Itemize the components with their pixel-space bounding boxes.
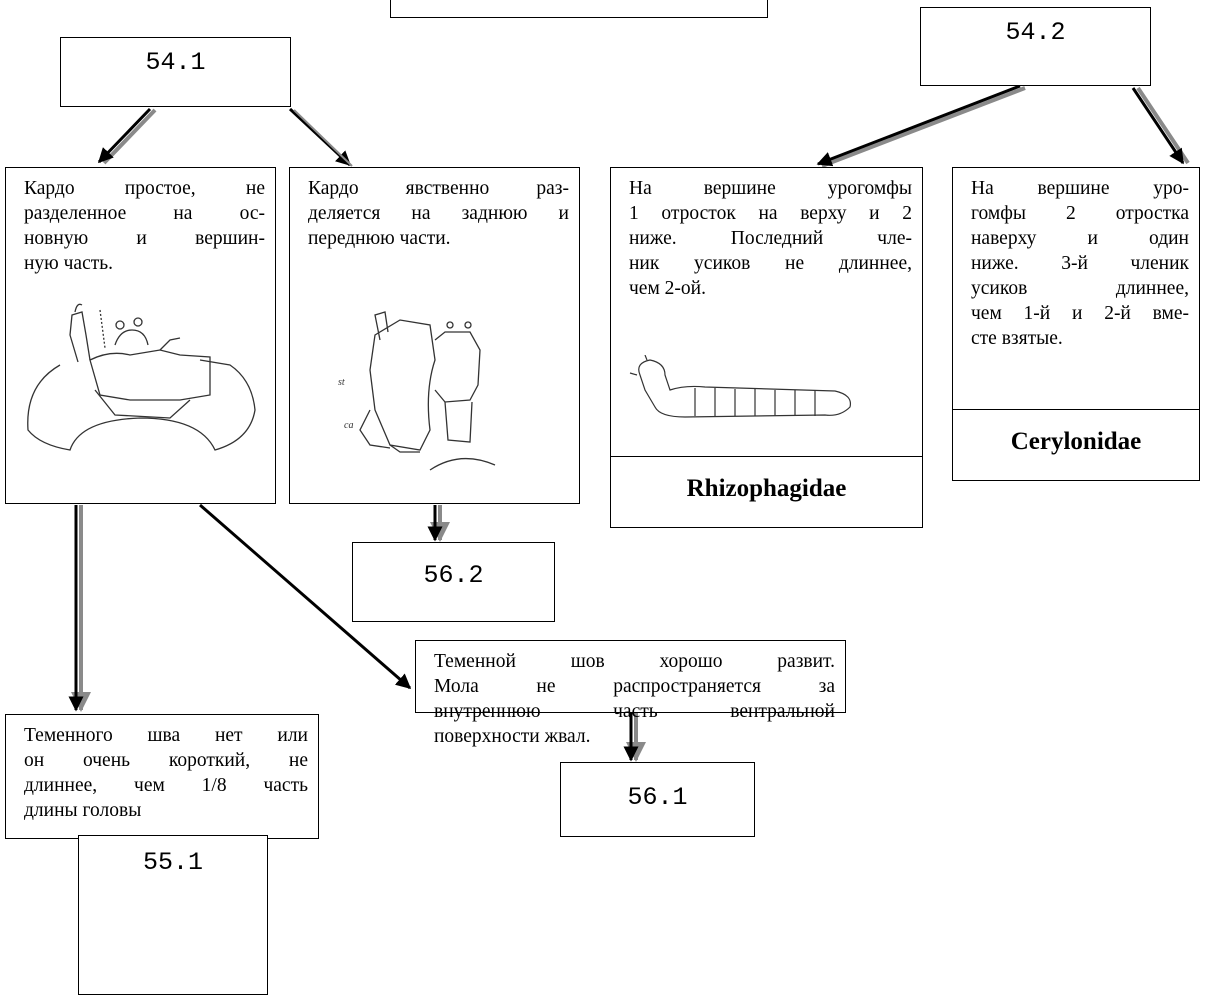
text-line: поверхности жвал. bbox=[434, 726, 591, 747]
node-54-1-label: 54.1 bbox=[145, 48, 206, 77]
text-line: Кардо простое, не bbox=[24, 178, 265, 199]
text-line: он очень короткий, не bbox=[24, 750, 308, 771]
larva-figure-c bbox=[629, 355, 852, 418]
text-line: усиков длиннее, bbox=[971, 278, 1189, 299]
text-line: гомфы 2 отростка bbox=[971, 203, 1189, 224]
node-c-text: На вершине урогомфы 1 отросток на верху и… bbox=[629, 176, 912, 301]
taxon-box-cerylonidae: Cerylonidae bbox=[952, 409, 1200, 481]
node-54-2-label: 54.2 bbox=[1005, 18, 1066, 47]
taxon-box-rhizophagidae: Rhizophagidae bbox=[610, 456, 923, 528]
text-line: внутреннюю часть вентральной bbox=[434, 701, 835, 722]
node-e-text: Теменного шва нет или он очень короткий, … bbox=[24, 723, 308, 823]
arrow-a-to-f bbox=[199, 503, 412, 690]
text-line: чем 1-й и 2-й вме- bbox=[971, 303, 1189, 324]
text-line: На вершине уро- bbox=[971, 178, 1189, 199]
node-b-cardo-divided: Кардо явственно раз-деляется на заднюю и… bbox=[289, 167, 580, 504]
node-55-1-label: 55.1 bbox=[142, 848, 203, 877]
text-line: 1 отросток на верху и 2 bbox=[629, 203, 912, 224]
taxon-cerylonidae: Cerylonidae bbox=[1010, 428, 1142, 455]
arrow-f-to-561 bbox=[623, 713, 646, 762]
text-line: Теменного шва нет или bbox=[24, 725, 308, 746]
node-56-2: 56.2 bbox=[352, 542, 555, 622]
taxon-rhizophagidae: Rhizophagidae bbox=[686, 475, 847, 502]
text-line: наверху и один bbox=[971, 228, 1189, 249]
text-line: ниже. 3-й членик bbox=[971, 253, 1189, 274]
text-line: переднюю части. bbox=[308, 228, 451, 249]
text-line: чем 2-ой. bbox=[629, 278, 706, 299]
text-line: Кардо явственно раз- bbox=[308, 178, 569, 199]
node-a-cardo-simple: Кардо простое, не разделенное на ос-новну… bbox=[5, 167, 276, 504]
node-f-text: Теменной шов хорошо развит. Мола не распр… bbox=[434, 649, 835, 749]
text-line: Теменной шов хорошо развит. bbox=[434, 651, 835, 672]
text-line: Мола не распространяется за bbox=[434, 676, 835, 697]
node-b-text: Кардо явственно раз-деляется на заднюю и… bbox=[308, 176, 569, 251]
text-line: длины головы bbox=[24, 800, 142, 821]
text-line: На вершине урогомфы bbox=[629, 178, 912, 199]
arrow-a-to-e bbox=[68, 505, 91, 712]
text-line: ниже. Последний чле- bbox=[629, 228, 912, 249]
text-line: ную часть. bbox=[24, 253, 114, 274]
arrow-542-to-c bbox=[816, 84, 1026, 168]
top-partial-box bbox=[390, 0, 768, 18]
text-line: сте взятые. bbox=[971, 328, 1063, 349]
node-54-2: 54.2 bbox=[920, 7, 1151, 86]
figure-b-label-ca: ca bbox=[344, 420, 353, 431]
node-56-2-label: 56.2 bbox=[423, 561, 484, 590]
node-a-text: Кардо простое, не разделенное на ос-новну… bbox=[24, 176, 265, 276]
mouthparts-figure-a bbox=[27, 303, 256, 451]
node-56-1-label: 56.1 bbox=[627, 783, 688, 812]
arrow-541-to-a bbox=[97, 107, 157, 165]
node-e-box: Теменного шва нет или он очень короткий, … bbox=[5, 714, 319, 839]
mouthparts-figure-b: st ca bbox=[338, 311, 496, 471]
arrow-542-to-d bbox=[1131, 86, 1190, 165]
node-56-1: 56.1 bbox=[560, 762, 755, 837]
node-d-cerylonidae-desc: На вершине уро-гомфы 2 отростка наверху и… bbox=[952, 167, 1200, 410]
text-line: ник усиков не длиннее, bbox=[629, 253, 912, 274]
text-line: новную и вершин- bbox=[24, 228, 265, 249]
text-line: разделенное на ос- bbox=[24, 203, 265, 224]
arrow-b-to-562 bbox=[427, 505, 450, 542]
text-line: длиннее, чем 1/8 часть bbox=[24, 775, 308, 796]
node-54-1: 54.1 bbox=[60, 37, 291, 107]
text-line: деляется на заднюю и bbox=[308, 203, 569, 224]
node-d-text: На вершине уро-гомфы 2 отростка наверху и… bbox=[971, 176, 1189, 351]
figure-b-label-st: st bbox=[338, 377, 345, 388]
node-f-text-box: Теменной шов хорошо развит. Мола не распр… bbox=[415, 640, 846, 747]
node-c-rhizophagidae-desc: На вершине урогомфы 1 отросток на верху и… bbox=[610, 167, 923, 457]
arrow-541-to-b bbox=[288, 107, 353, 167]
node-55-1: 55.1 bbox=[78, 835, 268, 995]
